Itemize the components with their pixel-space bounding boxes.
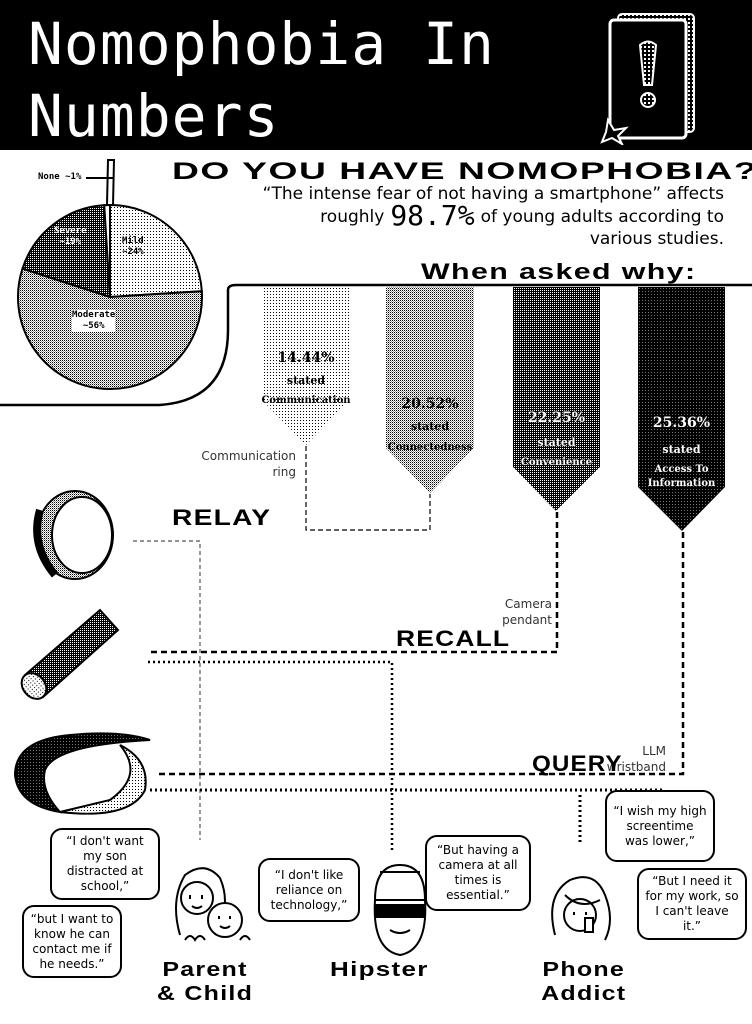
pie-label-mild: Mild~24%	[122, 236, 144, 257]
question-heading: DO YOU HAVE NOMOPHOBIA?	[172, 158, 752, 185]
why-heading: When asked why:	[421, 259, 697, 284]
quote-bubble: “But I need it for my work, so I can't l…	[637, 868, 747, 940]
definition-text: “The intense fear of not having a smartp…	[262, 184, 724, 249]
recall-name: RECALL	[396, 626, 511, 651]
query-name: QUERY	[532, 751, 623, 776]
pie-label-none: None ~1%	[38, 172, 82, 182]
stat-value: 98.7%	[390, 199, 475, 232]
bracket-line	[0, 283, 752, 407]
pie-slice-severe	[21, 204, 112, 299]
title-line-1: Nomophobia In	[28, 10, 495, 78]
severity-pie-chart	[17, 159, 203, 390]
pie-label-severe: Severe~19%	[54, 226, 87, 247]
title-line-2: Numbers	[28, 82, 280, 150]
quote-bubble: “I wish my high screentime was lower,”	[605, 790, 715, 862]
arrow-connectedness	[386, 287, 474, 493]
parent-child-illustration	[175, 867, 251, 942]
relay-connector	[305, 446, 431, 531]
recall-connector	[148, 512, 559, 654]
pie-slice-none-exploded	[105, 159, 116, 206]
ring-icon	[33, 490, 114, 580]
recall-persona-connector	[148, 660, 394, 850]
wristband-icon	[13, 732, 151, 815]
quote-bubble: “But having a camera at all times is ess…	[425, 835, 531, 911]
persona-hipster: Hipster	[330, 959, 429, 981]
pie-label-moderate: Moderate~56%	[72, 310, 116, 332]
arrow-communication	[262, 287, 350, 445]
persona-parent-child: Parent& Child	[156, 959, 254, 1005]
query-connector	[155, 532, 685, 776]
arrow-convenience	[513, 287, 600, 511]
hipster-illustration	[373, 863, 427, 957]
pie-slice-mild	[109, 203, 203, 299]
quote-bubble: “I don't like reliance on technology,”	[258, 858, 360, 922]
phone-alert-icon	[600, 13, 695, 145]
arrow-access-to-information	[638, 287, 725, 531]
quote-bubble: “I don't want my son distracted at schoo…	[50, 828, 160, 900]
relay-persona-connector	[133, 540, 201, 840]
phone-addict-illustration	[551, 876, 611, 941]
relay-name: RELAY	[172, 505, 272, 530]
pendant-cylinder-icon	[20, 608, 120, 700]
quote-bubble: “but I want to know he can contact me if…	[22, 905, 122, 978]
